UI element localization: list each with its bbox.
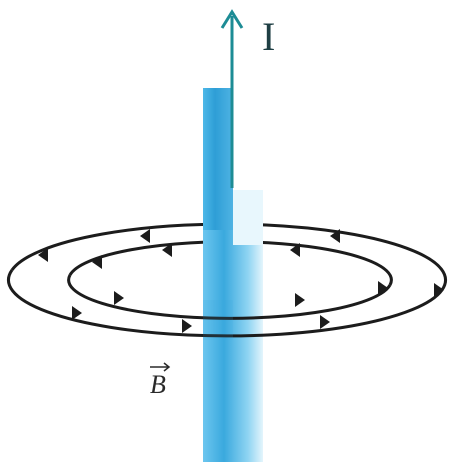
arrow-inner-back-3 xyxy=(290,243,300,257)
arrow-inner-back-1 xyxy=(92,255,102,269)
field-arrows-front xyxy=(72,281,444,333)
current-arrow-head xyxy=(220,9,244,29)
wire-upper xyxy=(203,88,233,243)
arrow-outer-front-3 xyxy=(320,315,330,329)
arrow-inner-front-1 xyxy=(114,291,124,305)
current-arrow xyxy=(220,9,244,188)
arrow-outer-front-1 xyxy=(72,306,82,320)
arrow-inner-front-3 xyxy=(378,281,388,295)
arrow-inner-front-2 xyxy=(295,293,305,307)
field-label: B xyxy=(150,362,171,399)
outer-loop-back xyxy=(10,222,448,291)
field-label-text: B xyxy=(150,370,166,399)
arrow-outer-front-2 xyxy=(182,319,192,333)
wire-lower xyxy=(203,230,263,462)
field-arrows-back xyxy=(38,229,340,269)
arrow-inner-back-2 xyxy=(162,243,172,257)
wire-front-segment xyxy=(203,300,233,340)
outer-loop-front xyxy=(6,269,444,338)
inner-loop-front xyxy=(67,274,392,320)
arrow-outer-back-3 xyxy=(330,229,340,243)
arrow-outer-back-1 xyxy=(38,248,48,262)
current-label: I xyxy=(262,14,275,59)
arrow-outer-front-4 xyxy=(434,283,444,297)
field-loops-front xyxy=(6,269,444,338)
field-vector-arrow xyxy=(150,362,171,372)
wire-highlight xyxy=(233,190,263,245)
arrow-outer-back-2 xyxy=(140,229,150,243)
